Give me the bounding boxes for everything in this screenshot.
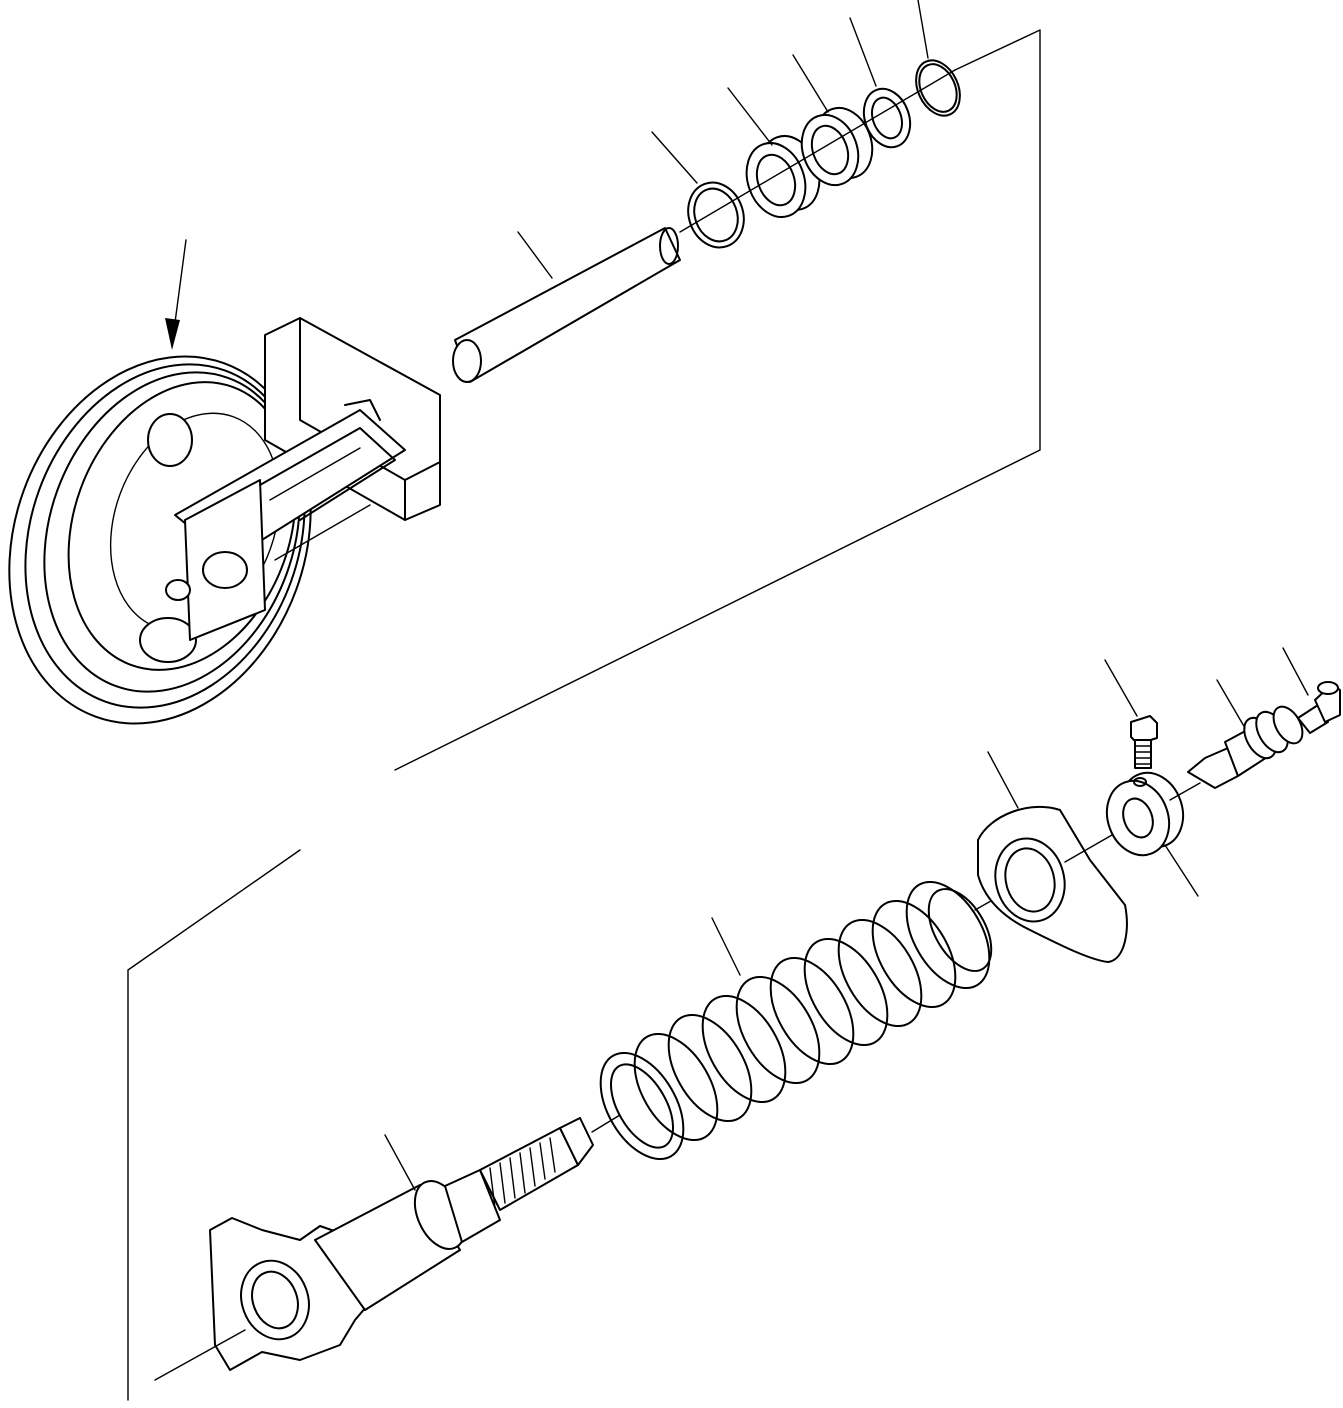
- yoke-rod: [154, 1117, 594, 1381]
- valve: [1187, 679, 1304, 789]
- spring-retainer: [977, 751, 1128, 963]
- grease-fitting: [1282, 647, 1341, 734]
- idler-wheel: [8, 317, 441, 725]
- bushing-2: [792, 54, 874, 187]
- nut: [1105, 771, 1199, 897]
- idler-wheel-leader: [165, 239, 187, 350]
- bolt: [1104, 659, 1158, 769]
- washer: [849, 17, 912, 149]
- o-ring: [915, 0, 961, 117]
- shaft-pin: [452, 227, 681, 383]
- lower-plane: [127, 849, 301, 1401]
- upper-plane: [394, 29, 1041, 771]
- recoil-spring: [599, 880, 993, 1161]
